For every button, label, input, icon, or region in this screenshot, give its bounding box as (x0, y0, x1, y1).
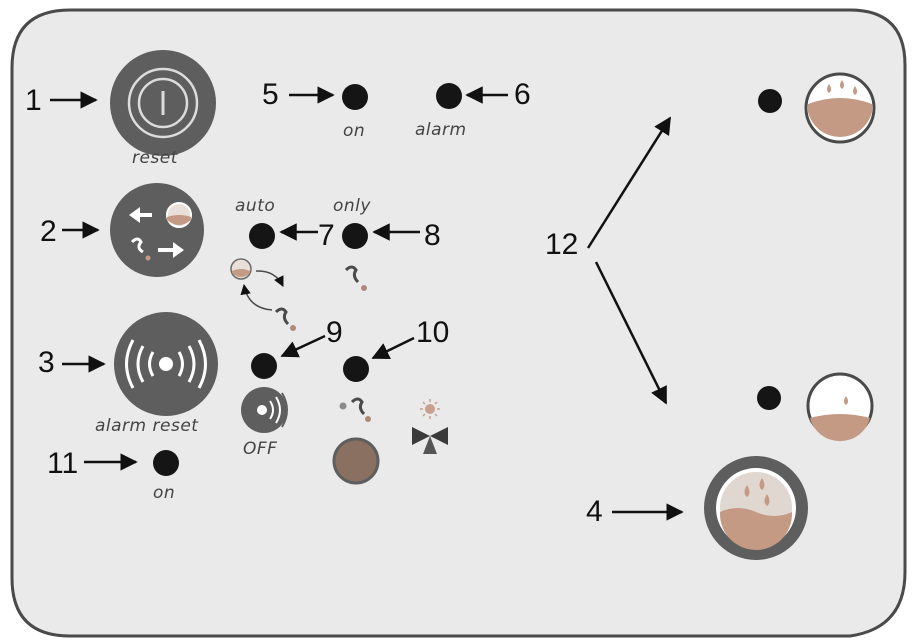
alarm-on-led (153, 450, 179, 476)
only-led (342, 223, 368, 249)
callout-11: 11 (47, 447, 78, 480)
callout-10: 10 (416, 316, 449, 349)
alarm-signal-icon (125, 339, 207, 389)
arrow-9 (280, 334, 326, 358)
tank-full-icon (804, 72, 876, 144)
tap-icon (344, 265, 367, 291)
reset-label: reset (132, 148, 179, 168)
valve-button[interactable] (332, 437, 380, 485)
tank-full-led (758, 89, 782, 113)
callout-2: 2 (40, 215, 57, 248)
arrow-12-lower (594, 261, 668, 405)
arrow-10 (371, 336, 415, 360)
arrow-12-upper (586, 116, 672, 249)
callout-8: 8 (424, 219, 441, 252)
power-reset-button[interactable] (110, 50, 216, 156)
valve-led (343, 356, 369, 382)
tap-icon (339, 397, 371, 422)
alarm-sound-led (251, 353, 277, 379)
power-icon (127, 67, 199, 139)
solar-valve-icon (412, 399, 448, 454)
off-label: OFF (243, 439, 277, 459)
alarm-button[interactable] (114, 312, 218, 416)
callout-1: 1 (25, 84, 42, 117)
tank-low-icon (806, 372, 874, 442)
speaker-off-icon (241, 387, 288, 433)
callout-6: 6 (514, 78, 531, 111)
callout-7: 7 (318, 219, 335, 252)
auto-label: auto (235, 196, 275, 216)
alarm-label: alarm (415, 120, 467, 140)
power-on-led (342, 84, 368, 110)
only-label: only (333, 196, 371, 216)
callout-5: 5 (262, 78, 279, 111)
callout-9: 9 (326, 316, 343, 349)
auto-led (249, 223, 275, 249)
alarm-reset-label: alarm reset (95, 416, 199, 436)
callout-3: 3 (38, 346, 55, 379)
auto-fill-swap-icon (129, 202, 192, 261)
tank-button[interactable] (704, 456, 808, 560)
on-label-top: on (343, 121, 365, 141)
tank-water-icon (716, 468, 796, 550)
alarm-led (436, 83, 462, 109)
on-label-bottom: on (153, 483, 175, 503)
panel-body (10, 8, 907, 638)
callout-12: 12 (545, 228, 578, 261)
mode-button[interactable] (110, 183, 204, 277)
auto-cycle-icon (230, 258, 296, 331)
callout-4: 4 (586, 495, 603, 528)
tank-low-led (757, 386, 781, 410)
